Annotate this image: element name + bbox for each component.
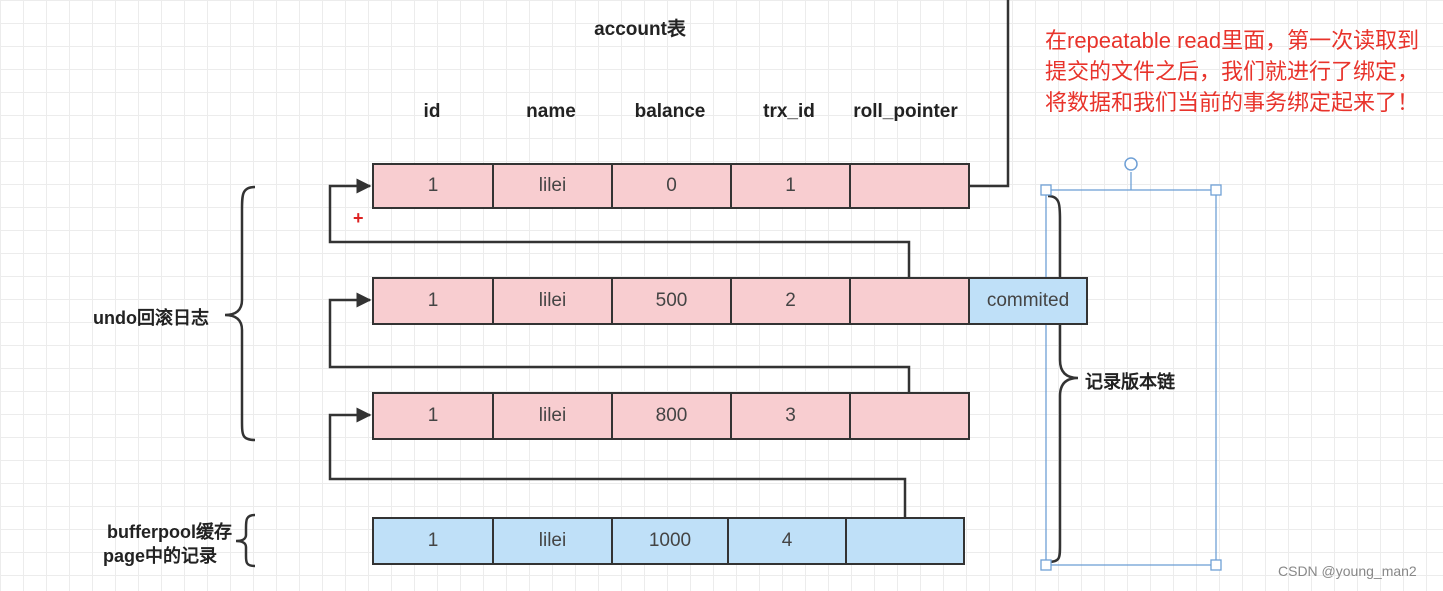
header-balance: balance [634, 101, 706, 122]
cell-id: 1 [374, 394, 494, 438]
cell-trx-id: 2 [732, 279, 851, 323]
cell-balance: 0 [613, 165, 732, 207]
cell-balance: 800 [613, 394, 732, 438]
cell-balance: 1000 [613, 519, 729, 563]
cell-trx-id: 3 [732, 394, 851, 438]
undo-row-2: 1 lilei 500 2 [372, 277, 970, 325]
watermark: CSDN @young_man2 [1278, 563, 1417, 579]
rollback-arrow-2 [328, 292, 911, 392]
cell-id: 1 [374, 519, 494, 563]
cell-trx-id: 1 [732, 165, 851, 207]
cell-id: 1 [374, 279, 494, 323]
header-roll-pointer: roll_pointer [853, 101, 958, 122]
version-chain-brace [1047, 194, 1079, 564]
header-name: name [526, 101, 576, 122]
cell-id: 1 [374, 165, 494, 207]
plus-marker: + [353, 208, 364, 228]
commited-badge: commited [968, 277, 1088, 325]
rollback-arrow-1 [328, 178, 911, 277]
cell-name: lilei [494, 165, 613, 207]
cell-name: lilei [494, 519, 613, 563]
cell-roll-pointer [851, 165, 968, 207]
cell-name: lilei [494, 394, 613, 438]
undo-brace [224, 185, 256, 442]
rollback-arrow-3 [328, 407, 907, 517]
bufferpool-row: 1 lilei 1000 4 [372, 517, 965, 565]
header-id: id [423, 101, 441, 122]
bufferpool-label-line2: page中的记录 [102, 546, 217, 566]
roll-pointer-line-top [970, 0, 1010, 188]
bufferpool-label-line1: bufferpool缓存 [107, 522, 232, 542]
cell-balance: 500 [613, 279, 732, 323]
cell-name: lilei [494, 279, 613, 323]
cell-roll-pointer [851, 279, 968, 323]
version-chain-label: 记录版本链 [1085, 372, 1175, 392]
undo-log-label: undo回滚日志 [93, 308, 209, 328]
table-title: account表 [594, 19, 686, 40]
selection-box [1040, 157, 1222, 571]
cell-trx-id: 4 [729, 519, 847, 563]
undo-row-3: 1 lilei 800 3 [372, 392, 970, 440]
header-trx-id: trx_id [763, 101, 815, 122]
cell-roll-pointer [851, 394, 968, 438]
undo-row-1: 1 lilei 0 1 [372, 163, 970, 209]
bufferpool-brace [235, 513, 256, 568]
annotation-note: 在repeatable read里面，第一次读取到提交的文件之后，我们就进行了绑… [1045, 28, 1420, 115]
cell-roll-pointer [847, 519, 963, 563]
